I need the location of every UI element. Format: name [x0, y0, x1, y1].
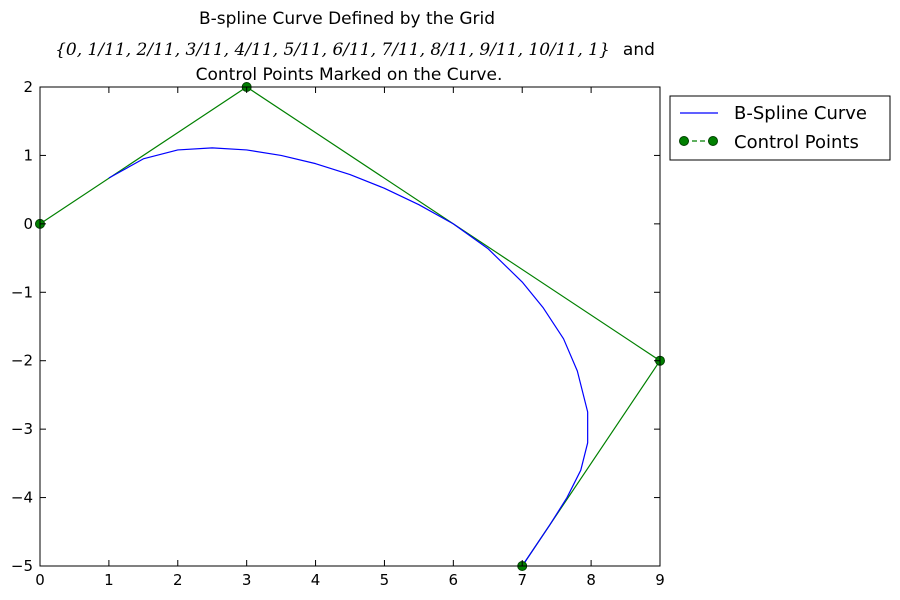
- y-tick-label: −4: [11, 489, 33, 507]
- legend-label-bspline: B-Spline Curve: [734, 103, 867, 124]
- legend-box: [669, 95, 891, 161]
- x-tick-label: 2: [173, 571, 183, 589]
- x-tick-label: 1: [104, 571, 114, 589]
- x-tick-label: 4: [311, 571, 321, 589]
- legend-marker-control-point-1: [679, 136, 689, 146]
- axis-ticks: 0 1 2 3 4 5 6 7 8 9 2 1 0 −1 −2 −3 −4 −5: [11, 78, 665, 589]
- chart-title-grid-set: {0, 1/11, 2/11, 3/11, 4/11, 5/11, 6/11, …: [55, 40, 610, 60]
- y-tick-label: −2: [11, 352, 33, 370]
- x-tick-label: 9: [655, 571, 665, 589]
- plot-area: [40, 87, 660, 566]
- y-tick-label: 2: [23, 78, 33, 96]
- chart-title-line-3: Control Points Marked on the Curve.: [196, 65, 503, 85]
- x-tick-label: 0: [35, 571, 45, 589]
- chart-title-line-1: B-spline Curve Defined by the Grid: [199, 9, 495, 29]
- legend-marker-control-point-2: [708, 136, 718, 146]
- plot-frame: [39, 86, 661, 567]
- chart-title-line-2: {0, 1/11, 2/11, 3/11, 4/11, 5/11, 6/11, …: [55, 40, 655, 60]
- legend-label-control-points: Control Points: [734, 132, 859, 153]
- x-tick-label: 3: [242, 571, 252, 589]
- legend: B-Spline Curve Control Points: [669, 95, 891, 161]
- x-tick-label: 8: [586, 571, 596, 589]
- chart-title: B-spline Curve Defined by the Grid {0, 1…: [55, 9, 655, 85]
- chart-title-and: and: [623, 40, 655, 60]
- x-tick-label: 7: [517, 571, 527, 589]
- y-tick-label: −3: [11, 420, 33, 438]
- y-tick-label: −5: [11, 557, 33, 575]
- x-tick-label: 6: [449, 571, 459, 589]
- y-tick-label: 0: [23, 215, 33, 233]
- y-tick-label: 1: [23, 146, 33, 164]
- bspline-curve-line: [108, 147, 589, 567]
- y-tick-label: −1: [11, 283, 33, 301]
- x-tick-label: 5: [380, 571, 390, 589]
